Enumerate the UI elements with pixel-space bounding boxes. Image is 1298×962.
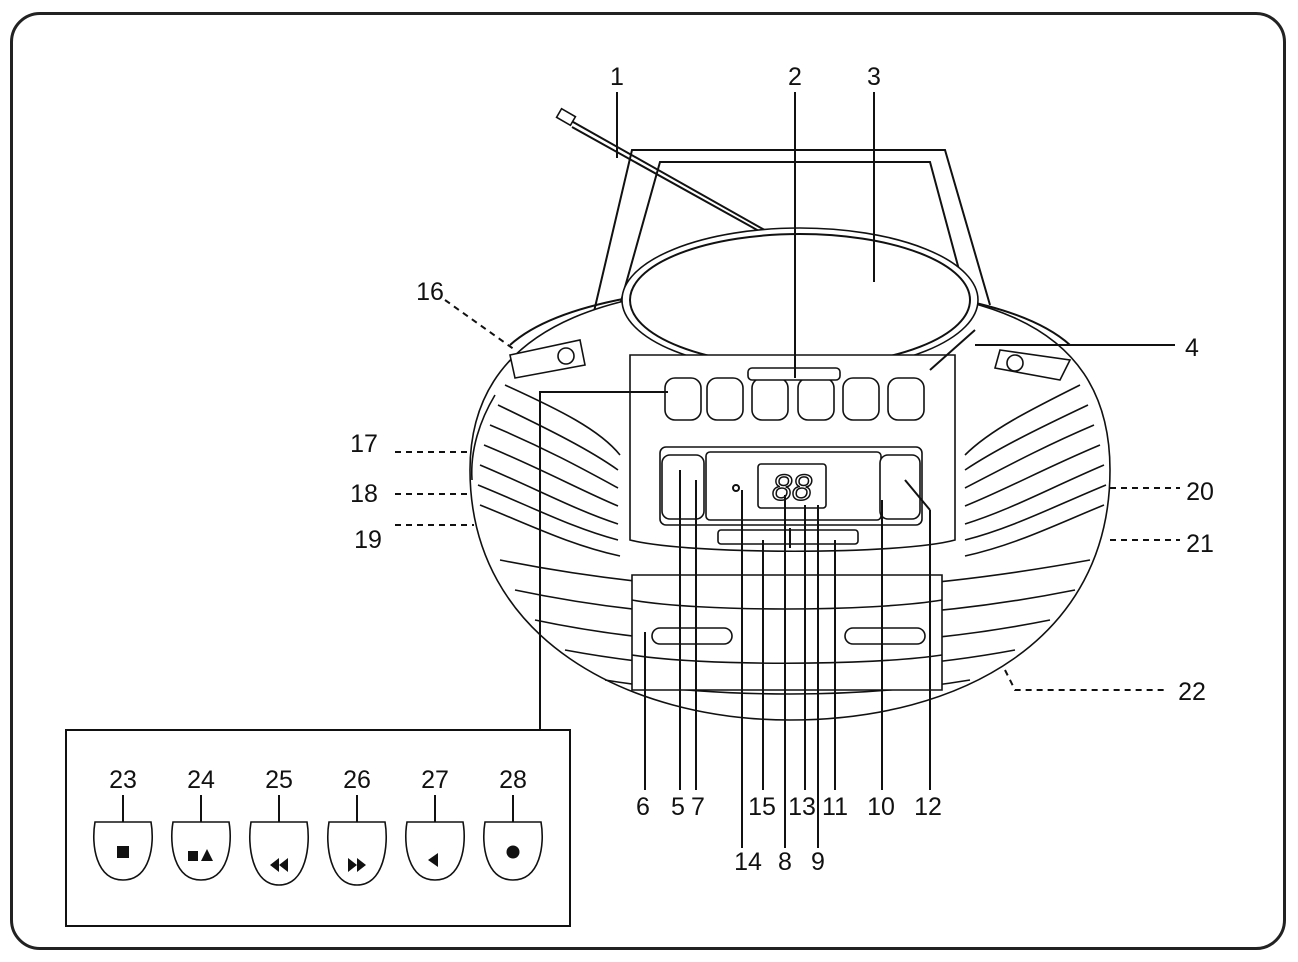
callout-11: 11 bbox=[822, 793, 848, 821]
callout-5: 5 bbox=[671, 793, 685, 821]
callout-9: 9 bbox=[811, 848, 825, 876]
key-record[interactable] bbox=[887, 377, 925, 421]
cassette-door[interactable] bbox=[631, 574, 943, 691]
key-rewind[interactable] bbox=[751, 377, 789, 421]
callout-20: 20 bbox=[1186, 478, 1214, 506]
callout-10: 10 bbox=[867, 793, 895, 821]
callout-14: 14 bbox=[734, 848, 762, 876]
right-speaker-grille bbox=[964, 384, 1107, 557]
key-stop[interactable] bbox=[664, 377, 702, 421]
callout-4: 4 bbox=[1185, 334, 1199, 362]
left-speaker-grille bbox=[470, 384, 621, 557]
record-icon bbox=[506, 845, 520, 859]
play-icon bbox=[428, 853, 438, 867]
callout-3: 3 bbox=[867, 63, 881, 91]
cassette-key-inset: 23 24 25 26 27 28 bbox=[65, 729, 571, 927]
inset-key-rewind[interactable] bbox=[248, 821, 310, 886]
inset-key-record[interactable] bbox=[482, 821, 544, 881]
inset-key-fast-forward[interactable] bbox=[326, 821, 388, 886]
callout-19: 19 bbox=[354, 526, 382, 554]
rewind-icon bbox=[270, 858, 288, 872]
callout-15: 15 bbox=[748, 793, 776, 821]
fast-forward-icon bbox=[348, 858, 366, 872]
callout-17: 17 bbox=[350, 430, 378, 458]
inset-key-play[interactable] bbox=[404, 821, 466, 881]
callout-1: 1 bbox=[610, 63, 624, 91]
callout-22: 22 bbox=[1178, 678, 1206, 706]
right-button-4[interactable] bbox=[929, 329, 1072, 381]
inset-key-stop-eject[interactable] bbox=[170, 821, 232, 881]
indicator-led bbox=[732, 484, 740, 492]
callout-7: 7 bbox=[691, 793, 705, 821]
callout-25: 25 bbox=[265, 766, 293, 794]
callout-21: 21 bbox=[1186, 530, 1214, 558]
stop-icon bbox=[117, 846, 129, 858]
callout-2: 2 bbox=[788, 63, 802, 91]
callout-28: 28 bbox=[499, 766, 527, 794]
key-play[interactable] bbox=[842, 377, 880, 421]
left-button-16[interactable] bbox=[509, 339, 586, 379]
display-panel: 88 bbox=[659, 446, 923, 548]
callout-18: 18 bbox=[350, 480, 378, 508]
left-mode-button[interactable] bbox=[661, 454, 705, 520]
callout-26: 26 bbox=[343, 766, 371, 794]
right-mode-button[interactable] bbox=[879, 454, 921, 520]
diagram-border bbox=[10, 12, 1286, 950]
callout-labels: 1 2 3 4 16 17 18 19 20 21 22 6 5 7 15 13… bbox=[350, 63, 1214, 876]
led-digits: 88 bbox=[772, 467, 812, 508]
callout-12: 12 bbox=[914, 793, 942, 821]
cd-door[interactable] bbox=[621, 227, 979, 373]
stop-eject-icon bbox=[188, 849, 213, 861]
callout-24: 24 bbox=[187, 766, 215, 794]
callout-23: 23 bbox=[109, 766, 137, 794]
callout-27: 27 bbox=[421, 766, 449, 794]
callout-16: 16 bbox=[416, 278, 444, 306]
callout-13: 13 bbox=[788, 793, 816, 821]
tuning-slider[interactable] bbox=[717, 529, 859, 545]
callout-6: 6 bbox=[636, 793, 650, 821]
leader-lines bbox=[395, 92, 1180, 848]
inset-key-stop[interactable] bbox=[92, 821, 154, 881]
callout-8: 8 bbox=[778, 848, 792, 876]
key-fast-forward[interactable] bbox=[797, 377, 835, 421]
key-stop-eject[interactable] bbox=[706, 377, 744, 421]
